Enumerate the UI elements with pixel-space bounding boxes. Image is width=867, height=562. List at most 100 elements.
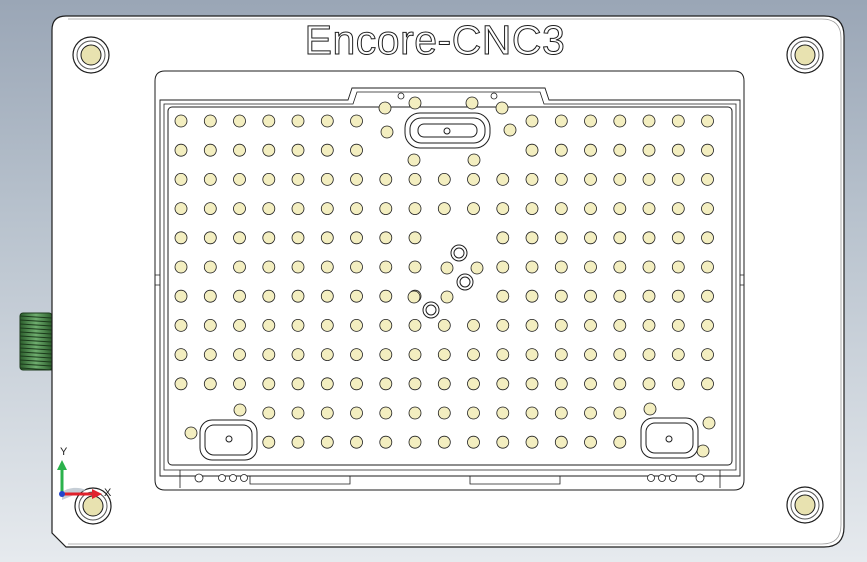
pin-hole bbox=[584, 406, 597, 420]
pin-hole bbox=[584, 348, 597, 362]
pocket bbox=[154, 70, 745, 491]
pin-hole bbox=[584, 260, 597, 274]
pin-hole bbox=[203, 260, 217, 274]
pin-hole bbox=[291, 435, 305, 449]
pin-hole bbox=[496, 406, 510, 420]
pin-hole bbox=[320, 406, 334, 420]
pin-hole bbox=[408, 435, 422, 449]
pin-hole bbox=[350, 318, 363, 332]
threaded-connector bbox=[19, 312, 53, 371]
pin-hole bbox=[584, 202, 597, 216]
pin-hole bbox=[613, 172, 627, 186]
pin-hole bbox=[525, 143, 539, 157]
pin-hole bbox=[701, 114, 714, 128]
pin-hole bbox=[320, 114, 334, 128]
pin-hole bbox=[262, 231, 276, 245]
pin-hole bbox=[320, 231, 334, 245]
pin-hole bbox=[203, 143, 217, 157]
pin-hole bbox=[408, 202, 422, 216]
pin-hole bbox=[203, 172, 217, 186]
pin-hole bbox=[350, 348, 363, 362]
pin-hole bbox=[262, 348, 276, 362]
pin-hole bbox=[613, 318, 627, 332]
y-arrow-head bbox=[57, 460, 67, 470]
pin-hole bbox=[291, 143, 305, 157]
pin-hole bbox=[496, 435, 510, 449]
pin-hole bbox=[379, 289, 393, 303]
pin-hole bbox=[350, 231, 363, 245]
pin-hole bbox=[671, 318, 685, 332]
offset-pins bbox=[184, 96, 716, 458]
pin-hole bbox=[233, 143, 246, 157]
pin-hole bbox=[671, 231, 685, 245]
pin-hole bbox=[174, 289, 188, 303]
pin-hole bbox=[291, 406, 305, 420]
thread-line bbox=[19, 319, 53, 323]
thread-line bbox=[19, 339, 53, 343]
pin-hole bbox=[584, 318, 597, 332]
pin-hole bbox=[291, 260, 305, 274]
pin-hole bbox=[379, 406, 393, 420]
pin-hole bbox=[671, 114, 685, 128]
pin-hole bbox=[320, 348, 334, 362]
pin-hole bbox=[262, 435, 276, 449]
pin-hole bbox=[671, 348, 685, 362]
pin-hole bbox=[642, 348, 656, 362]
pin-hole bbox=[525, 172, 539, 186]
pin-hole bbox=[379, 260, 393, 274]
pin-hole bbox=[350, 289, 363, 303]
pin-hole bbox=[174, 260, 188, 274]
pin-hole bbox=[525, 114, 539, 128]
pin-hole bbox=[262, 114, 276, 128]
pin-hole bbox=[554, 202, 568, 216]
thread-line bbox=[19, 363, 53, 367]
pin-hole bbox=[554, 231, 568, 245]
pin-hole bbox=[437, 435, 451, 449]
thread-line bbox=[19, 347, 53, 351]
pin-hole bbox=[642, 289, 656, 303]
pin-hole bbox=[233, 172, 246, 186]
pin-hole bbox=[291, 348, 305, 362]
pin-hole bbox=[525, 435, 539, 449]
pin-hole bbox=[379, 348, 393, 362]
pin-hole bbox=[584, 143, 597, 157]
pin-hole bbox=[291, 202, 305, 216]
pin-hole bbox=[320, 172, 334, 186]
pin-hole bbox=[554, 406, 568, 420]
pin-hole bbox=[554, 377, 568, 391]
pin-hole bbox=[496, 172, 510, 186]
pin-hole bbox=[584, 172, 597, 186]
pin-hole bbox=[174, 231, 188, 245]
pin-hole bbox=[350, 406, 363, 420]
pin-hole bbox=[467, 406, 480, 420]
pin-hole bbox=[203, 377, 217, 391]
pin-hole bbox=[408, 260, 422, 274]
pin-hole bbox=[437, 377, 451, 391]
thread-line bbox=[19, 335, 53, 339]
pin-hole bbox=[701, 172, 714, 186]
pin-hole bbox=[496, 318, 510, 332]
pin-hole bbox=[203, 289, 217, 303]
pin-hole bbox=[350, 260, 363, 274]
pin-hole bbox=[671, 172, 685, 186]
thread-line bbox=[19, 367, 53, 371]
pin-hole bbox=[613, 289, 627, 303]
pin-hole bbox=[613, 202, 627, 216]
pin-hole bbox=[701, 377, 714, 391]
pocket-bottom-holes bbox=[194, 473, 705, 483]
pin-hole bbox=[350, 377, 363, 391]
pin-hole bbox=[203, 202, 217, 216]
thread-line bbox=[19, 331, 53, 335]
pin-hole bbox=[174, 318, 188, 332]
pin-hole bbox=[233, 318, 246, 332]
pin-hole bbox=[671, 289, 685, 303]
pin-hole bbox=[613, 406, 627, 420]
pin-hole bbox=[350, 202, 363, 216]
pin-hole bbox=[642, 231, 656, 245]
pin-hole bbox=[525, 231, 539, 245]
pin-hole bbox=[467, 318, 480, 332]
corner-screw-top-left bbox=[72, 36, 110, 74]
plate-title: Encore-CNC3 bbox=[305, 17, 566, 63]
pin-hole bbox=[320, 202, 334, 216]
